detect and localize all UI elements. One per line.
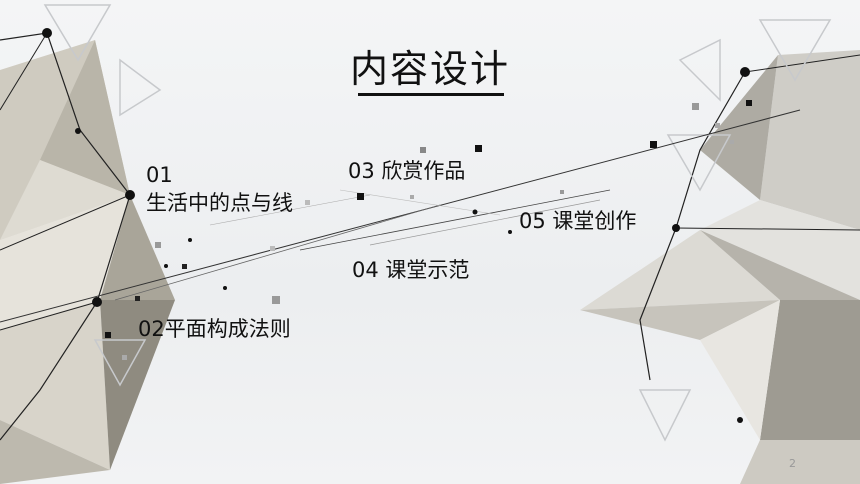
- left-polygon-cluster: [0, 4, 175, 484]
- connecting-lines: [0, 109, 801, 323]
- toc-item-number: 01: [146, 163, 173, 187]
- scattered-squares: [105, 100, 752, 360]
- toc-item-02[interactable]: 02平面构成法则: [138, 315, 291, 343]
- toc-item-label: 课堂示范: [385, 258, 470, 282]
- toc-item-number: 02: [138, 317, 165, 341]
- toc-item-label: 生活中的点与线: [146, 191, 293, 216]
- toc-item-04[interactable]: 04 课堂示范: [352, 256, 469, 284]
- toc-item-03[interactable]: 03 欣赏作品: [348, 157, 465, 185]
- toc-item-number: 03: [348, 159, 375, 183]
- toc-item-label: 欣赏作品: [381, 159, 466, 183]
- toc-item-number: 04: [352, 258, 379, 282]
- slide-title: 内容设计: [349, 47, 510, 91]
- toc-item-label: 课堂创作: [552, 209, 637, 233]
- toc-item-05[interactable]: 05 课堂创作: [519, 207, 636, 235]
- right-polygon-cluster: [580, 19, 860, 484]
- toc-item-number: 05: [519, 209, 546, 233]
- toc-item-01[interactable]: 01 生活中的点与线: [146, 161, 293, 218]
- title-underline: [358, 93, 504, 96]
- page-number: 2: [789, 457, 796, 470]
- toc-item-label: 平面构成法则: [164, 317, 291, 341]
